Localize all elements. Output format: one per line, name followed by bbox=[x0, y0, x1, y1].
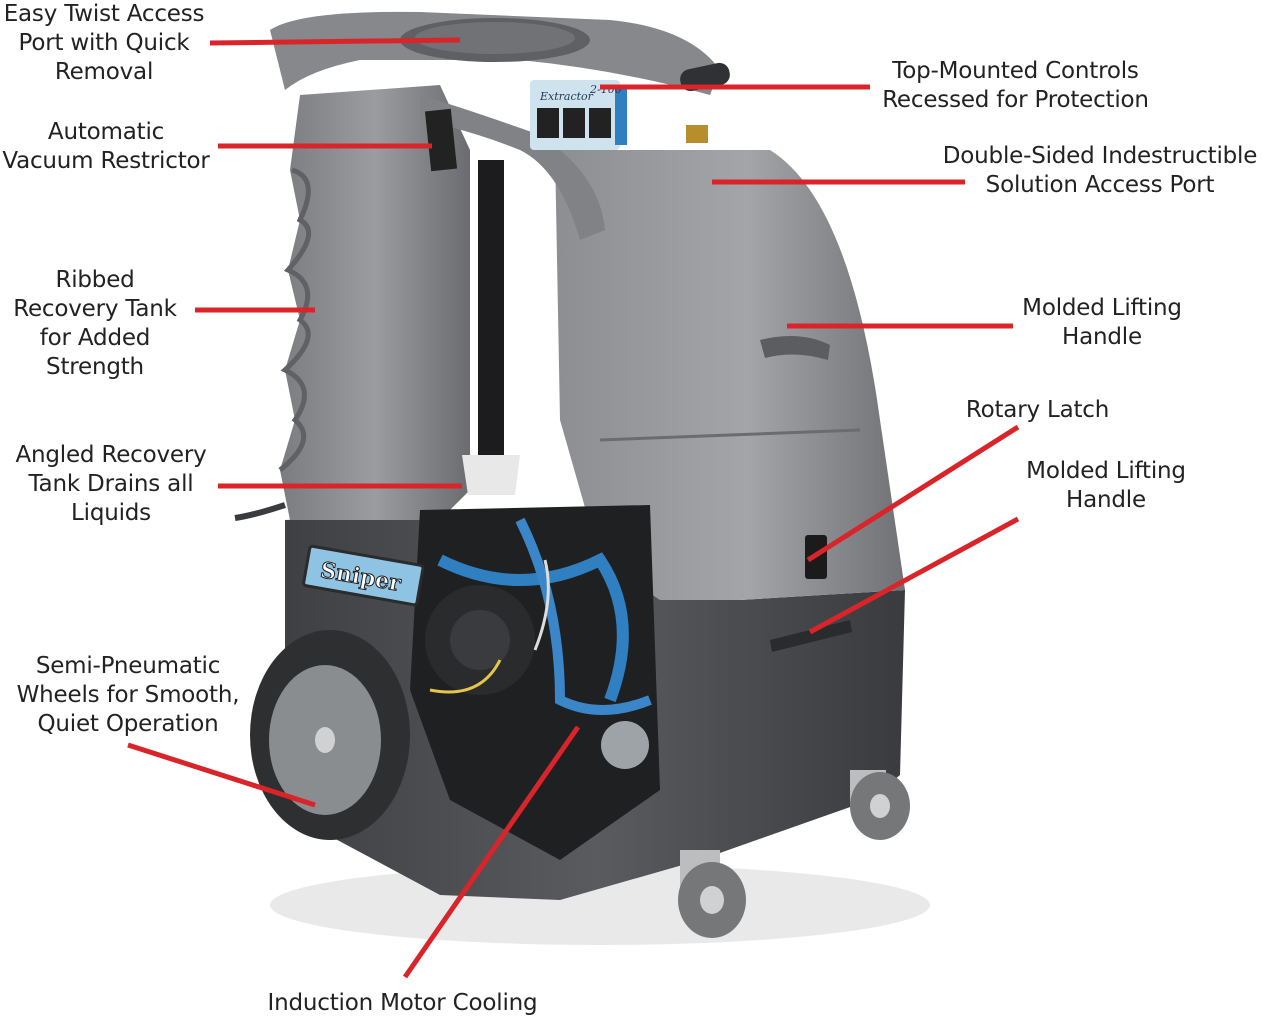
recovery-tank bbox=[280, 85, 470, 520]
brand-badge bbox=[302, 544, 425, 607]
label-lifting-handle-upper: Molded Lifting Handle bbox=[1022, 295, 1182, 350]
label-double-sided: Double-Sided Indestructible Solution Acc… bbox=[942, 143, 1258, 198]
label-lifting-handle-lower: Molded Lifting Handle bbox=[1026, 458, 1186, 513]
leader-rotary-latch bbox=[806, 424, 1020, 563]
solution-tank bbox=[555, 150, 905, 600]
vacuum-pipe bbox=[478, 160, 504, 460]
label-auto-vacuum: Automatic Vacuum Restrictor bbox=[2, 119, 210, 174]
label-ribbed-tank: Ribbed Recovery Tank for Added Strength bbox=[13, 267, 177, 380]
label-wheels: Semi-Pneumatic Wheels for Smooth, Quiet … bbox=[16, 653, 240, 737]
leader-lines bbox=[127, 37, 1020, 979]
leader-lifting-handle-lower bbox=[808, 516, 1020, 635]
lifting-handle-recess-lower bbox=[770, 620, 852, 652]
leader-wheels bbox=[127, 742, 316, 808]
label-rotary-latch: Rotary Latch bbox=[965, 397, 1110, 423]
leader-easy-twist bbox=[209, 37, 461, 46]
panel-model-text: Extractor bbox=[539, 90, 594, 103]
label-top-controls: Top-Mounted Controls Recessed for Protec… bbox=[882, 58, 1149, 113]
label-angled-tank: Angled Recovery Tank Drains all Liquids bbox=[15, 442, 207, 526]
lifting-handle-recess-upper bbox=[760, 336, 830, 360]
front-caster-left bbox=[678, 850, 746, 938]
label-easy-twist: Easy Twist Access Port with Quick Remova… bbox=[3, 1, 205, 85]
front-caster-right bbox=[850, 770, 910, 840]
leader-motor-cooling bbox=[402, 725, 581, 979]
rear-wheel bbox=[250, 630, 410, 840]
label-motor-cooling: Induction Motor Cooling bbox=[267, 990, 538, 1016]
